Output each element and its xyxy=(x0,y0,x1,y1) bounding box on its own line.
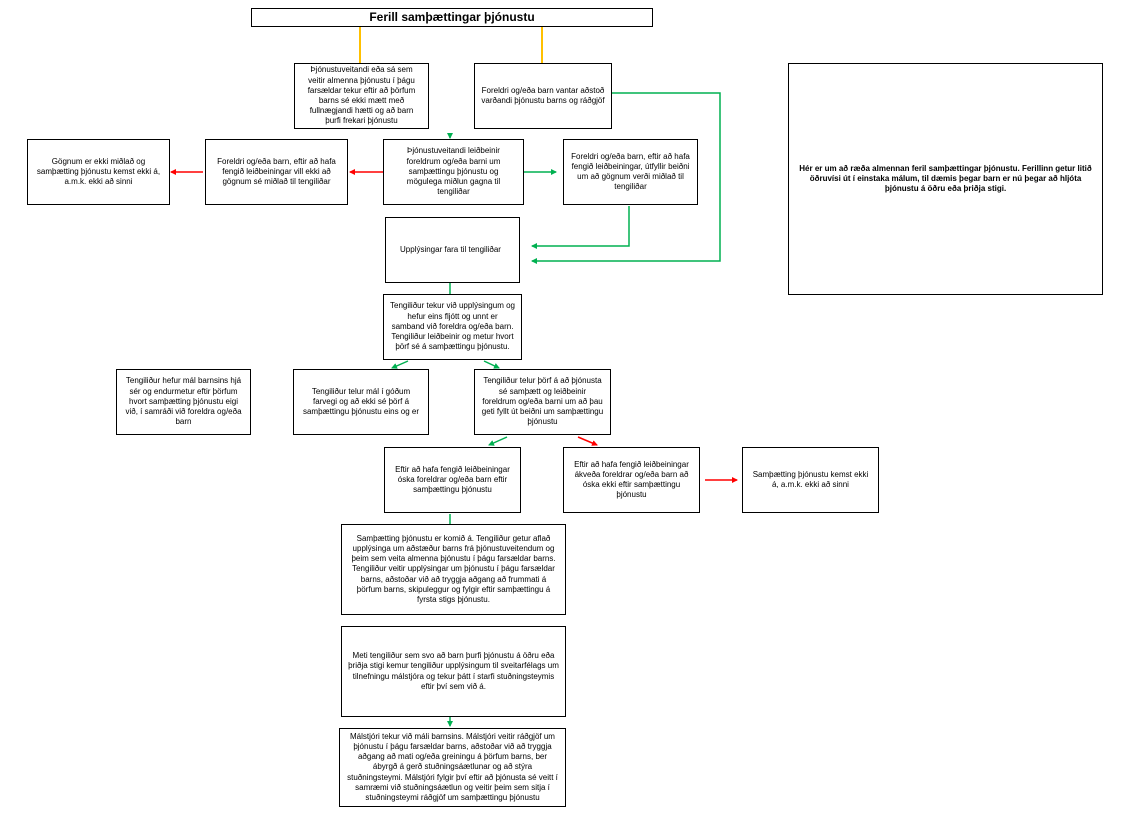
box-service-provider: Þjónustuveitandi eða sá sem veitir almen… xyxy=(294,63,429,129)
box-contact-need: Tengiliður telur þörf á að þjónusta sé s… xyxy=(474,369,611,435)
box-contact-receives-text: Tengiliður tekur við upplýsingum og hefu… xyxy=(390,301,515,352)
box-provider-guides-text: Þjónustuveitandi leiðbeinir foreldrum og… xyxy=(406,146,501,197)
arrow-request-to-info xyxy=(531,206,630,249)
arrow-need-to-dont-want xyxy=(577,436,598,446)
box-integration-established-text: Samþætting þjónustu er komið á. Tengilið… xyxy=(351,533,556,605)
box-second-third-level: Meti tengiliður sem svo að barn þurfi þj… xyxy=(341,626,566,717)
arrow-receives-to-no-need xyxy=(391,360,409,369)
box-data-not-sent-text: Gögnum er ekki miðlað og samþætting þjón… xyxy=(36,156,161,187)
box-parents-request: Foreldri og/eða barn, eftir að hafa feng… xyxy=(563,139,698,205)
box-not-established: Samþætting þjónustu kemst ekki á, a.m.k.… xyxy=(742,447,879,513)
general-process-note-text: Hér er um að ræða almennan feril samþætt… xyxy=(799,163,1092,194)
box-case-manager: Málstjóri tekur við máli barnsins. Málst… xyxy=(339,728,566,807)
box-contact-keeps-case: Tengiliður hefur mál barnsins hjá sér og… xyxy=(116,369,251,435)
box-contact-keeps-case-text: Tengiliður hefur mál barnsins hjá sér og… xyxy=(125,376,242,427)
box-parents-want: Eftir að hafa fengið leiðbeiningar óska … xyxy=(384,447,521,513)
box-parents-dont-want-text: Eftir að hafa fengið leiðbeiningar ákveð… xyxy=(574,459,689,500)
box-case-manager-text: Málstjóri tekur við máli barnsins. Málst… xyxy=(347,731,558,803)
arrow-receives-to-need xyxy=(483,360,500,369)
box-parents-request-text: Foreldri og/eða barn, eftir að hafa feng… xyxy=(571,151,690,192)
box-info-to-contact-text: Upplýsingar fara til tengiliðar xyxy=(400,244,501,254)
box-second-third-level-text: Meti tengiliður sem svo að barn þurfi þj… xyxy=(348,651,559,691)
box-parents-dont-want: Eftir að hafa fengið leiðbeiningar ákveð… xyxy=(563,447,700,513)
box-parents-need-help: Foreldri og/eða barn vantar aðstoð varða… xyxy=(474,63,612,129)
box-integration-established: Samþætting þjónustu er komið á. Tengilið… xyxy=(341,524,566,615)
box-contact-no-need: Tengiliður telur mál í góðum farvegi og … xyxy=(293,369,429,435)
box-parents-need-help-text: Foreldri og/eða barn vantar aðstoð varða… xyxy=(481,85,605,105)
box-parents-want-text: Eftir að hafa fengið leiðbeiningar óska … xyxy=(395,464,510,495)
box-contact-receives: Tengiliður tekur við upplýsingum og hefu… xyxy=(383,294,522,360)
arrow-need-to-want xyxy=(488,436,508,446)
box-service-provider-text: Þjónustuveitandi eða sá sem veitir almen… xyxy=(307,65,416,126)
box-data-not-sent: Gögnum er ekki miðlað og samþætting þjón… xyxy=(27,139,170,205)
box-info-to-contact: Upplýsingar fara til tengiliðar xyxy=(385,217,520,283)
arrow-parents-need-to-info xyxy=(531,92,721,264)
box-parents-refuse: Foreldri og/eða barn, eftir að hafa feng… xyxy=(205,139,348,205)
box-contact-need-text: Tengiliður telur þörf á að þjónusta sé s… xyxy=(481,376,604,427)
box-not-established-text: Samþætting þjónustu kemst ekki á, a.m.k.… xyxy=(752,469,869,489)
diagram-title: Ferill samþættingar þjónustu xyxy=(251,8,653,27)
box-parents-refuse-text: Foreldri og/eða barn, eftir að hafa feng… xyxy=(217,156,336,187)
general-process-note: Hér er um að ræða almennan feril samþætt… xyxy=(788,63,1103,295)
box-provider-guides: Þjónustuveitandi leiðbeinir foreldrum og… xyxy=(383,139,524,205)
box-contact-no-need-text: Tengiliður telur mál í góðum farvegi og … xyxy=(302,386,420,417)
